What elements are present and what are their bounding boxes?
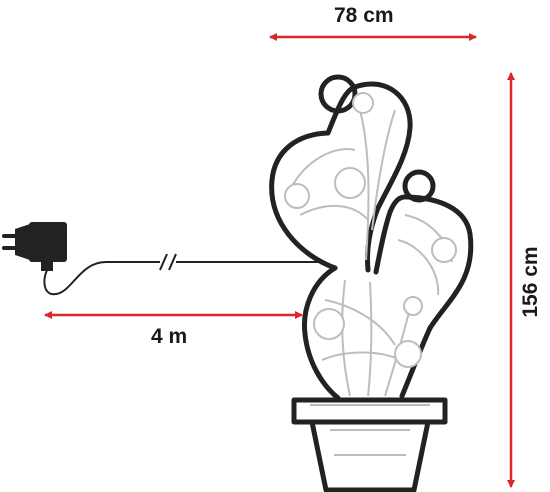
power-cable <box>43 261 322 296</box>
bulb <box>431 237 457 263</box>
bulb <box>334 167 366 199</box>
bulb <box>284 183 310 209</box>
cactus-outline <box>269 74 474 492</box>
light-bulbs <box>284 92 457 368</box>
power-adapter-icon <box>2 222 67 271</box>
cable-break-icon <box>159 253 177 271</box>
cable-length-label: 4 m <box>151 325 188 348</box>
cactus-light-strands <box>289 109 453 456</box>
width-label: 78 cm <box>334 4 394 27</box>
bulb <box>352 92 374 114</box>
bulb <box>403 296 423 316</box>
bulb <box>313 308 345 340</box>
bulb <box>394 340 422 368</box>
height-label: 156 cm <box>519 246 542 318</box>
